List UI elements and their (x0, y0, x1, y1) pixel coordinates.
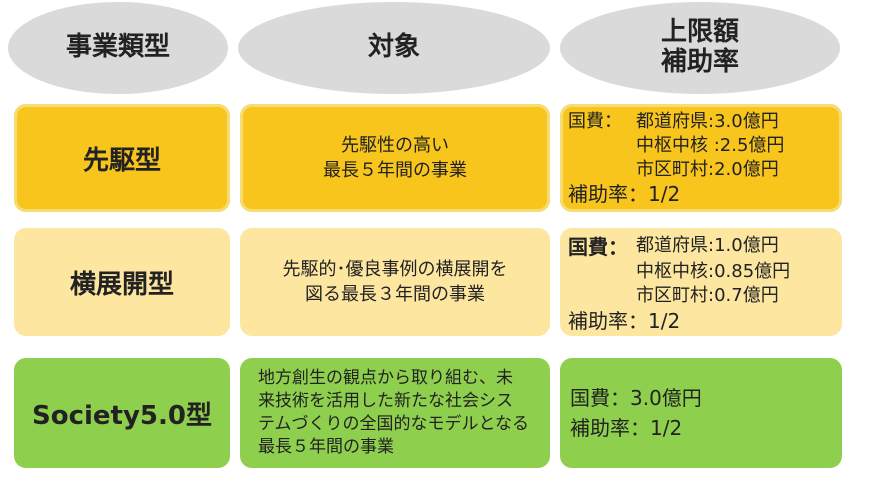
row2-target-line2: 図る最長３年間の事業 (305, 284, 485, 305)
row3-limit-cell: 国費：3.0億円 補助率：1/2 (560, 358, 842, 468)
row3-type-cell: Society5.0型 (14, 358, 230, 468)
row2-budget-label: 国費： (568, 235, 628, 259)
row2-target-cell: 先駆的･優良事例の横展開を 図る最長３年間の事業 (240, 228, 550, 336)
row2-rate: 補助率：1/2 (568, 308, 681, 333)
row2-core-city: 中枢中核:0.85億円 (636, 261, 791, 283)
row3-budget: 国費：3.0億円 (570, 386, 702, 410)
row1-target-cell: 先駆性の高い 最長５年間の事業 (240, 104, 550, 212)
row1-prefecture: 都道府県:3.0億円 (636, 111, 779, 132)
row1-target-line1: 先駆性の高い (341, 134, 449, 156)
row2-prefecture: 都道府県:1.0億円 (636, 235, 779, 256)
header-target-label: 対象 (367, 32, 420, 63)
row3-target-line2: 来技術を活用した新たな社会シス (258, 391, 513, 412)
row3-target-cell: 地方創生の観点から取り組む、未 来技術を活用した新たな社会シス テムづくりの全国… (240, 358, 550, 468)
row2-target-line1: 先駆的･優良事例の横展開を (282, 258, 508, 280)
row3-target-line4: 最長５年間の事業 (258, 436, 394, 457)
header-type-label: 事業類型 (65, 32, 170, 63)
row2-municipality: 市区町村:0.7億円 (636, 285, 779, 307)
row1-core-city: 中枢中核 :2.5億円 (636, 134, 785, 156)
row1-limit-cell: 国費： 都道府県:3.0億円 中枢中核 :2.5億円 市区町村:2.0億円 補助率… (560, 104, 842, 212)
row3-rate: 補助率：1/2 (570, 416, 683, 440)
row1-municipality: 市区町村:2.0億円 (636, 158, 779, 180)
row3-type: Society5.0型 (32, 400, 212, 431)
row1-budget-label: 国費： (568, 111, 622, 132)
row2-type-cell: 横展開型 (14, 228, 230, 336)
row1-type: 先駆型 (82, 145, 161, 176)
header-limit: 上限額 補助率 (560, 2, 840, 94)
row1-rate: 補助率：1/2 (568, 182, 681, 207)
header-target: 対象 (238, 2, 550, 94)
row1-target-line2: 最長５年間の事業 (323, 160, 467, 181)
header-limit-label: 上限額 (660, 17, 739, 48)
row3-target-line3: テムづくりの全国的なモデルとなる (258, 414, 529, 434)
row3-target-line1: 地方創生の観点から取り組む、未 (258, 368, 513, 389)
row2-limit-cell: 国費： 都道府県:1.0億円 中枢中核:0.85億円 市区町村:0.7億円 補助率… (560, 228, 842, 336)
header-rate-label: 補助率 (660, 47, 739, 77)
header-type: 事業類型 (8, 2, 228, 94)
row1-type-cell: 先駆型 (14, 104, 230, 212)
row2-type: 横展開型 (69, 269, 174, 300)
